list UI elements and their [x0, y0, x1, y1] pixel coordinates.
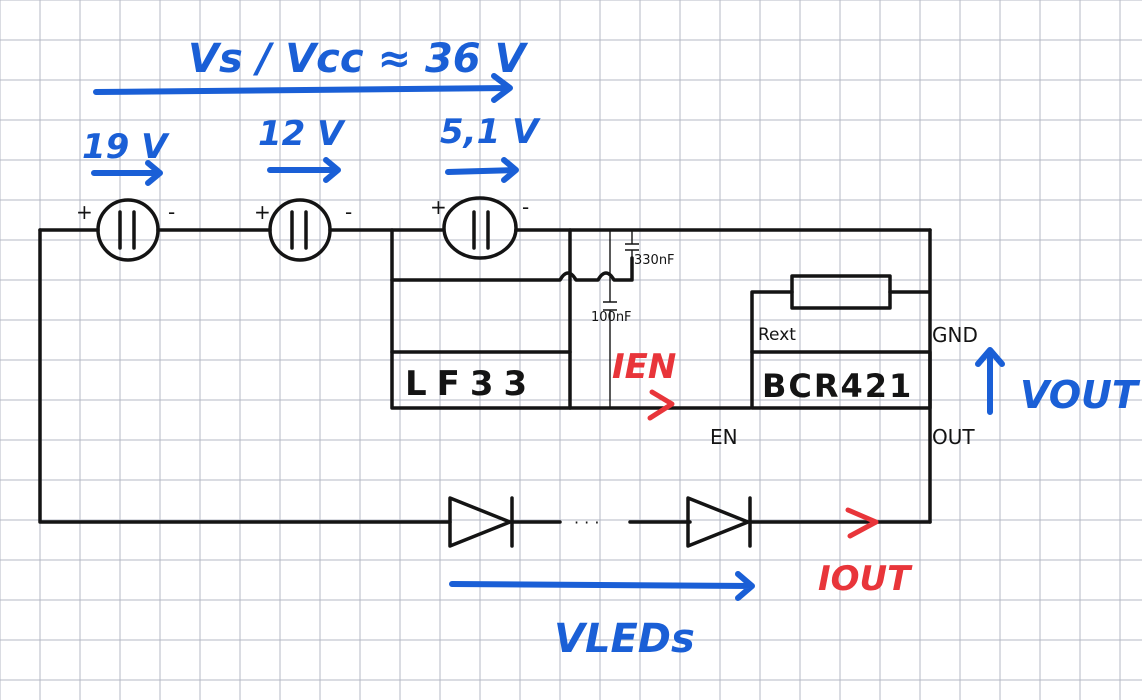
circuit-wires — [38, 228, 932, 524]
gnd-label: GND — [932, 323, 978, 347]
v-out-label: VOUT — [1020, 373, 1141, 417]
lf33-label: LF33 — [405, 364, 537, 404]
rext-resistor — [790, 274, 892, 310]
en-label: EN — [710, 425, 738, 449]
i-out-arrow — [845, 507, 879, 539]
battery-1-arrow — [91, 160, 163, 186]
battery-1-voltage: 19 V — [82, 127, 170, 167]
battery-2-minus: - — [345, 200, 352, 224]
bcr421-box — [750, 350, 932, 410]
battery-2-plus: + — [254, 200, 271, 224]
battery-19v — [96, 198, 160, 262]
bcr421-label: BCR421 — [762, 367, 913, 405]
battery-3-minus: - — [522, 195, 529, 219]
battery-3-arrow — [445, 157, 519, 183]
supply-voltage-arrow — [93, 73, 513, 103]
battery-1-minus: - — [168, 200, 175, 224]
i-out-label: IOUT — [818, 559, 913, 599]
cap-100nf-label: 100nF — [591, 310, 632, 325]
i-en-arrow — [647, 389, 675, 421]
supply-voltage-label: Vs / Vcc ≈ 36 V — [188, 36, 529, 82]
battery-3-voltage: 5,1 V — [440, 112, 541, 152]
cap-330nf-label: 330nF — [634, 253, 675, 268]
battery-2-voltage: 12 V — [258, 114, 346, 154]
battery-12v — [268, 198, 332, 262]
v-leds-arrow — [449, 571, 755, 601]
rext-label: Rext — [758, 325, 796, 345]
led-ellipsis: · · · — [574, 513, 599, 532]
led-1 — [448, 496, 514, 548]
battery-5v — [442, 196, 518, 260]
battery-1-plus: + — [76, 200, 93, 224]
i-en-label: IEN — [612, 347, 676, 387]
v-leds-label: VLEDs — [554, 616, 695, 662]
battery-2-arrow — [267, 157, 341, 183]
out-label: OUT — [932, 425, 975, 449]
lf33-box — [390, 350, 572, 410]
battery-3-plus: + — [430, 195, 447, 219]
led-n — [686, 496, 752, 548]
v-out-arrow — [975, 347, 1005, 415]
